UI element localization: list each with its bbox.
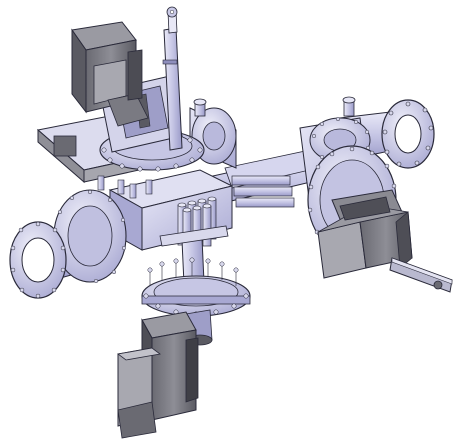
bottom-gearmotor	[117, 311, 199, 439]
vertical-stem	[159, 225, 229, 285]
right-gearmotor	[317, 189, 413, 279]
right-linear-rail	[389, 257, 453, 293]
left-studs	[97, 175, 153, 199]
top-gearmotor	[71, 21, 149, 127]
top-center-flange	[189, 98, 237, 169]
bottom-bolted-flange	[141, 257, 251, 317]
left-flanged-port	[9, 189, 127, 299]
top-linear-actuator	[162, 6, 183, 151]
central-cylinder-bundle	[177, 175, 295, 251]
